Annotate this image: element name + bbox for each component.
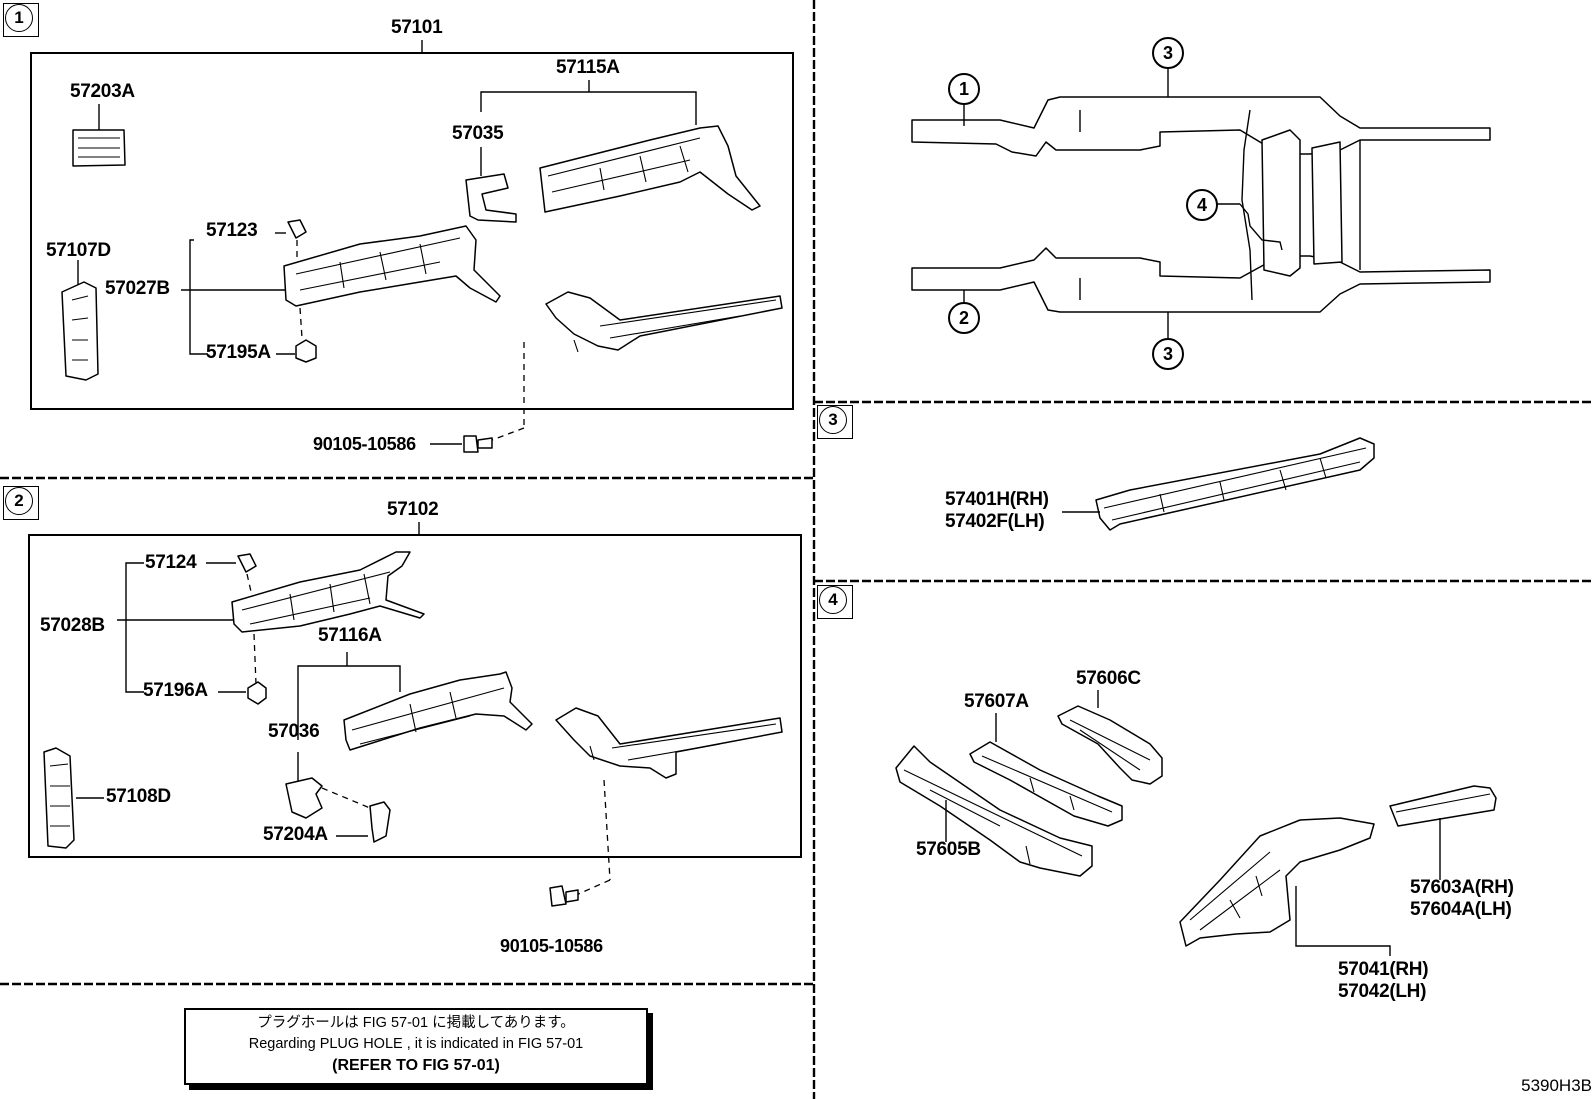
- label-57203a[interactable]: 57203A: [70, 81, 135, 102]
- section-marker-4: 4: [817, 585, 853, 619]
- label-57116a[interactable]: 57116A: [318, 625, 382, 646]
- section-marker-1: 1: [3, 3, 39, 37]
- section-number-4: 4: [819, 586, 847, 614]
- reference-note-box: プラグホールは FIG 57-01 に掲載してあります。 Regarding P…: [184, 1008, 648, 1085]
- label-bolt-90105-10586-s1[interactable]: 90105-10586: [313, 434, 416, 454]
- note-line-refer[interactable]: (REFER TO FIG 57-01): [332, 1057, 500, 1074]
- label-57195a[interactable]: 57195A: [206, 342, 271, 363]
- label-57115a[interactable]: 57115A: [556, 57, 620, 78]
- overview-drawing: [911, 68, 1491, 340]
- overview-callout-3-top[interactable]: 3: [1152, 37, 1184, 69]
- label-57204a[interactable]: 57204A: [263, 824, 328, 845]
- section-number-2: 2: [5, 487, 33, 515]
- section-marker-3: 3: [817, 405, 853, 439]
- label-57042-lh[interactable]: 57042(LH): [1338, 981, 1427, 1002]
- label-57605b[interactable]: 57605B: [916, 839, 981, 860]
- label-57196a[interactable]: 57196A: [143, 680, 208, 701]
- overview-callout-2[interactable]: 2: [948, 302, 980, 334]
- section4-drawing: [895, 690, 1497, 956]
- label-57607a[interactable]: 57607A: [964, 691, 1029, 712]
- diagram-code: 5390H3B: [1521, 1076, 1592, 1095]
- label-57036[interactable]: 57036: [268, 721, 320, 742]
- label-57041-rh[interactable]: 57041(RH): [1338, 959, 1429, 980]
- section3-drawing: [1062, 437, 1375, 531]
- note-line-english: Regarding PLUG HOLE , it is indicated in…: [248, 1036, 584, 1052]
- label-57123[interactable]: 57123: [206, 220, 258, 241]
- section-marker-2: 2: [3, 486, 39, 520]
- label-57107d[interactable]: 57107D: [46, 240, 111, 261]
- note-line-japanese: プラグホールは FIG 57-01 に掲載してあります。: [257, 1015, 575, 1031]
- label-57606c[interactable]: 57606C: [1076, 668, 1141, 689]
- label-bolt-90105-10586-s2[interactable]: 90105-10586: [500, 936, 603, 956]
- label-57402f-lh[interactable]: 57402F(LH): [945, 511, 1045, 532]
- section1-drawing: [30, 40, 794, 453]
- label-57124[interactable]: 57124: [145, 552, 197, 573]
- label-57102[interactable]: 57102: [387, 499, 439, 520]
- section-number-1: 1: [5, 4, 33, 32]
- label-57101[interactable]: 57101: [391, 17, 443, 38]
- overview-callout-3-bottom[interactable]: 3: [1152, 338, 1184, 370]
- label-57604a-lh[interactable]: 57604A(LH): [1410, 899, 1512, 920]
- label-57401h-rh[interactable]: 57401H(RH): [945, 489, 1049, 510]
- section2-drawing: [28, 522, 802, 907]
- overview-callout-4[interactable]: 4: [1186, 189, 1218, 221]
- label-57108d[interactable]: 57108D: [106, 786, 171, 807]
- label-57035[interactable]: 57035: [452, 123, 504, 144]
- section-number-3: 3: [819, 406, 847, 434]
- label-57027b[interactable]: 57027B: [105, 278, 170, 299]
- label-57603a-rh[interactable]: 57603A(RH): [1410, 877, 1514, 898]
- overview-callout-1[interactable]: 1: [948, 73, 980, 105]
- label-57028b[interactable]: 57028B: [40, 615, 105, 636]
